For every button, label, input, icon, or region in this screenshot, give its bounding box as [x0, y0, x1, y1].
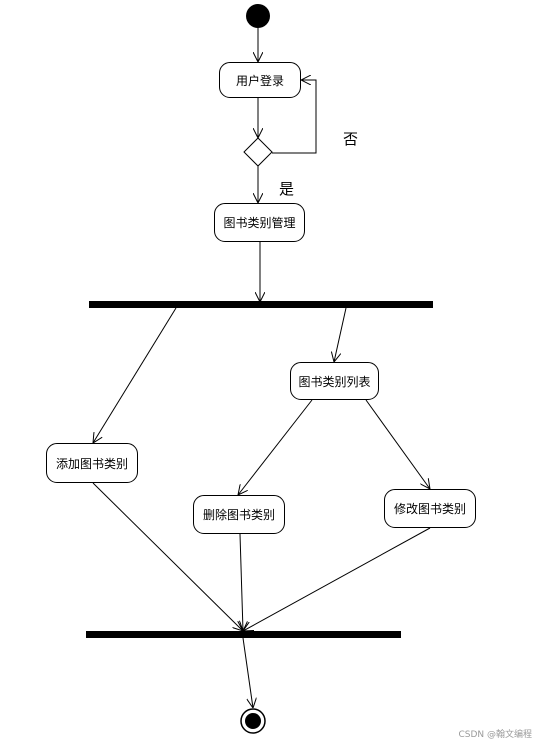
flow-decision-no-loop [272, 80, 317, 154]
watermark-text: CSDN @翰文编程 [458, 730, 532, 740]
final-node-dot [245, 713, 261, 729]
flow-list-to-modify [365, 399, 430, 489]
flow-join-to-end [242, 637, 253, 708]
decision-node [243, 137, 273, 167]
join-bar [86, 631, 401, 638]
action-category-list-label: 图书类别列表 [298, 374, 371, 389]
flow-fork-to-add [93, 307, 177, 443]
fork-bar [89, 301, 433, 308]
guard-yes-label: 是 [279, 180, 295, 198]
action-delete-category: 删除图书类别 [193, 495, 285, 534]
guard-no-label: 否 [343, 130, 359, 148]
flow-fork-to-list [334, 307, 347, 362]
action-add-category-label: 添加图书类别 [55, 456, 128, 471]
action-add-category: 添加图书类别 [46, 443, 138, 483]
flow-add-to-join [92, 482, 243, 631]
action-modify-category-label: 修改图书类别 [393, 502, 466, 516]
action-modify-category: 修改图书类别 [384, 489, 476, 528]
action-category-list: 图书类别列表 [290, 362, 379, 400]
flow-delete-to-join [240, 533, 243, 631]
flow-modify-to-join [243, 527, 431, 631]
initial-node [246, 4, 270, 28]
action-category-management-label: 图书类别管理 [223, 216, 296, 230]
action-user-login: 用户登录 [219, 62, 301, 98]
action-category-management: 图书类别管理 [214, 203, 305, 242]
action-user-login-label: 用户登录 [235, 73, 284, 88]
action-delete-category-label: 删除图书类别 [202, 508, 275, 522]
flow-list-to-delete [238, 399, 313, 495]
